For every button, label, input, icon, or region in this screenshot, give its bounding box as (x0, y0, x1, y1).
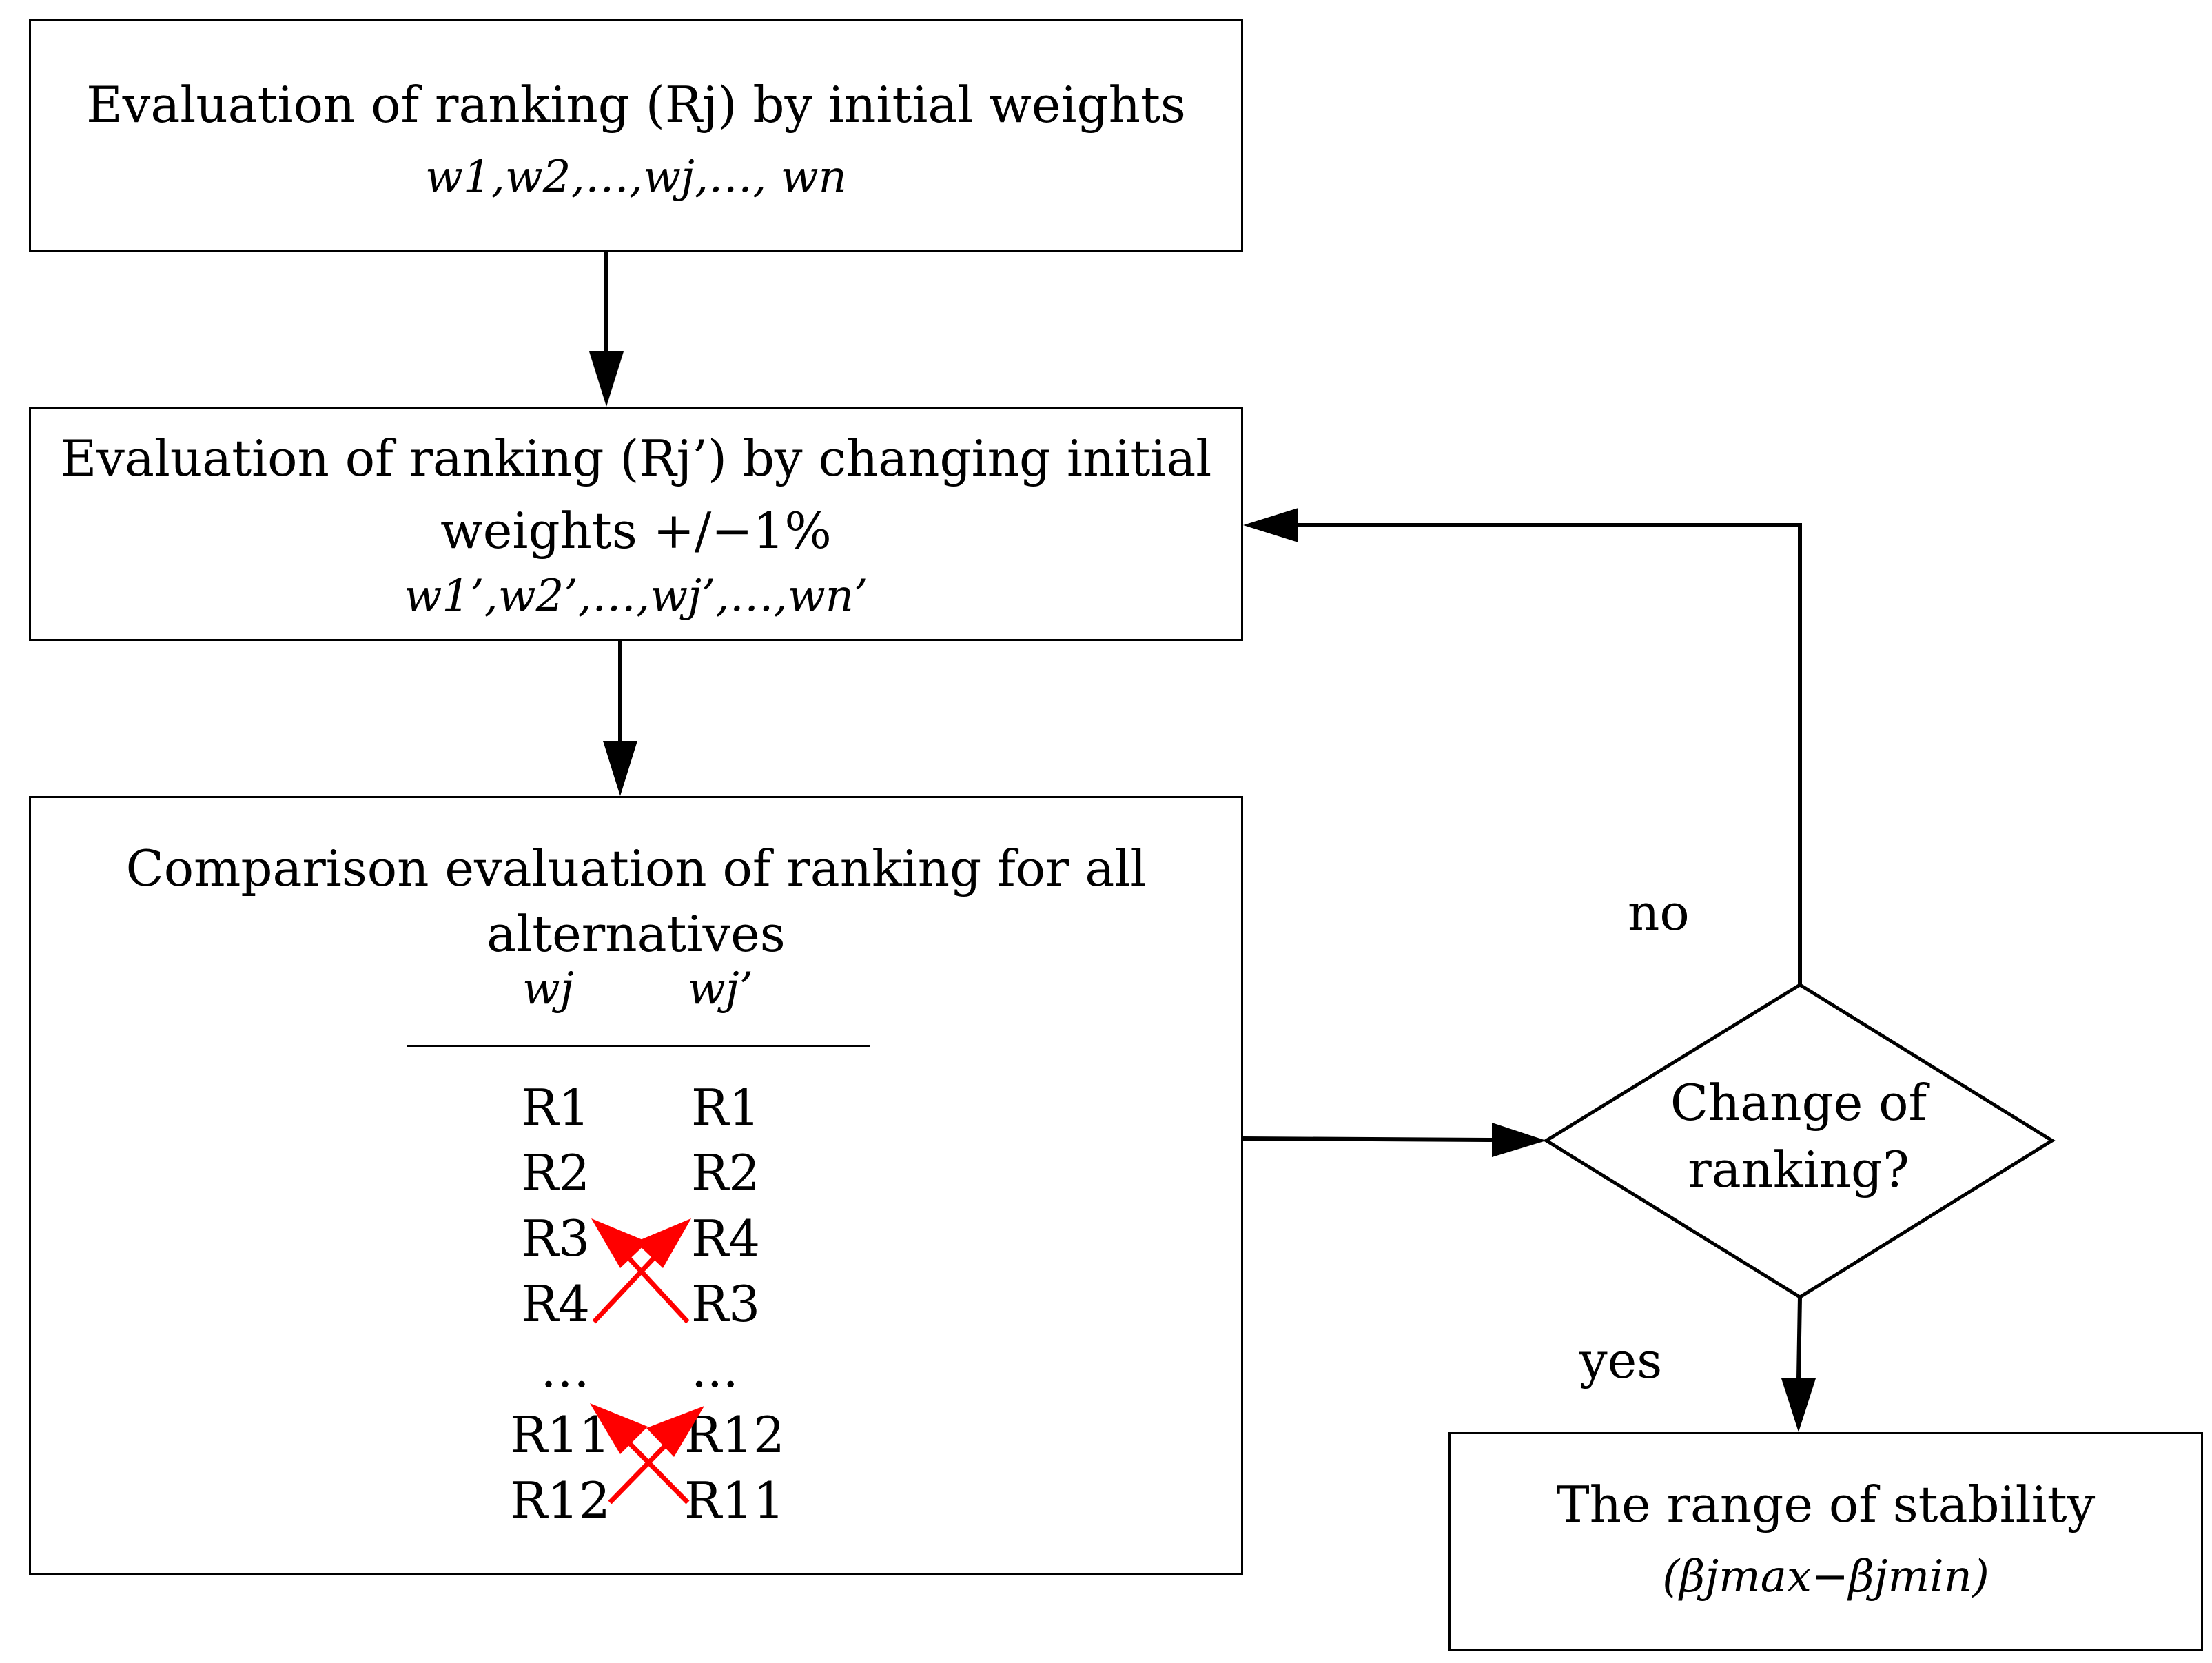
changed-weights-list: w1’,w2’,…,wj’,…,wn’ (404, 571, 868, 622)
right-rank-11: R12 (684, 1406, 785, 1464)
comparison-box: Comparison evaluation of ranking for all… (29, 796, 1243, 1575)
decision-diamond (1543, 983, 2056, 1299)
arrowhead-decision-to-box4 (1781, 1378, 1816, 1432)
arrowhead-box3-to-decision (1492, 1123, 1546, 1157)
left-rank-3: R3 (521, 1210, 591, 1267)
arrow-box3-to-decision (1242, 1136, 1493, 1142)
left-rank-ellipsis: … (540, 1340, 590, 1398)
arrowhead-box1-to-box2 (589, 351, 624, 407)
arrowhead-no-loop (1243, 508, 1298, 542)
comparison-title-line1: Comparison evaluation of ranking for all (125, 839, 1147, 897)
changed-ranking-title-line1: Evaluation of ranking (Rj’) by changing … (60, 429, 1212, 487)
right-rank-4: R3 (691, 1275, 761, 1333)
column-header-changed: wj’ (688, 963, 753, 1014)
stability-range-box: The range of stability (βjmax−βjmin) (1448, 1432, 2203, 1651)
arrow-decision-to-box4 (1796, 1296, 1802, 1379)
decision-text-line2: ranking? (1688, 1141, 1909, 1198)
initial-ranking-title: Evaluation of ranking (Rj) by initial we… (86, 76, 1186, 134)
no-loop-connector (1298, 523, 1802, 985)
swap-arrowhead-r4 (635, 1218, 691, 1268)
left-rank-2: R2 (521, 1144, 591, 1202)
decision-text-line1: Change of (1670, 1074, 1927, 1132)
initial-weights-list: w1,w2,…,wj,…, wn (425, 152, 847, 203)
right-rank-3: R4 (691, 1210, 761, 1267)
left-rank-1: R1 (521, 1079, 591, 1136)
stability-range-title: The range of stability (1556, 1476, 2096, 1533)
left-rank-4: R4 (521, 1275, 591, 1333)
swap-arrowhead-r12 (646, 1406, 704, 1457)
left-rank-11: R11 (510, 1406, 611, 1464)
left-rank-12: R12 (510, 1471, 611, 1529)
branch-label-no: no (1628, 884, 1690, 941)
right-rank-1: R1 (691, 1079, 761, 1136)
arrowhead-box2-to-box3 (603, 741, 637, 796)
column-separator (407, 1045, 870, 1047)
initial-ranking-box: Evaluation of ranking (Rj) by initial we… (29, 19, 1243, 252)
swap-arrowhead-r11 (590, 1403, 648, 1454)
changed-ranking-title-line2: weights +/−1% (440, 502, 832, 560)
swap-arrowhead-r3 (591, 1218, 648, 1268)
stability-range-formula: (βjmax−βjmin) (1662, 1551, 1989, 1602)
right-rank-ellipsis: ... (691, 1340, 739, 1398)
branch-label-yes: yes (1579, 1332, 1663, 1389)
comparison-title-line2: alternatives (487, 905, 786, 963)
changed-ranking-box: Evaluation of ranking (Rj’) by changing … (29, 407, 1243, 641)
column-header-initial: wj (522, 963, 574, 1014)
right-rank-12: R11 (684, 1471, 785, 1529)
right-rank-2: R2 (691, 1144, 761, 1202)
